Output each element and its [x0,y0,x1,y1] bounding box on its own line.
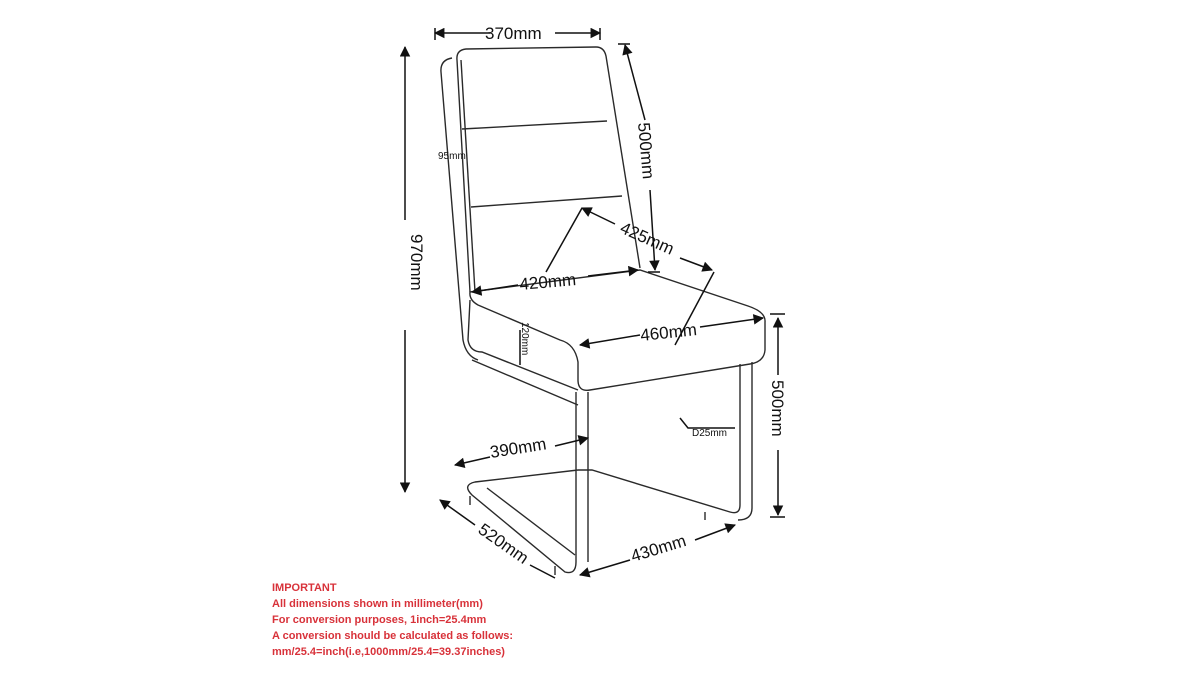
dim-base-width-front: 430mm [629,531,689,566]
dim-seat-width-back: 420mm [519,270,577,294]
dim-backrest-width: 370mm [485,24,542,43]
dim-seat-height: 500mm [768,380,787,437]
note-line: A conversion should be calculated as fol… [272,630,514,642]
dimension-lines [399,27,785,579]
dim-seat-depth: 425mm [617,218,677,258]
seat [469,269,766,391]
note-title: IMPORTANT [272,582,337,594]
note-line: All dimensions shown in millimeter(mm) [272,598,483,610]
back-frame [440,57,479,361]
dim-base-depth: 520mm [475,520,532,568]
backrest-seam [461,120,608,130]
chair-drawing [440,46,766,575]
dim-backrest-height: 500mm [634,122,658,180]
dim-base-width-back: 390mm [489,434,548,462]
note-line: For conversion purposes, 1inch=25.4mm [272,614,487,626]
leg-left [467,392,579,574]
backrest [456,46,641,293]
backrest-seam [470,195,623,208]
dim-seat-thickness: 120mm [519,322,530,355]
dim-back-frame: 95mm [438,151,466,162]
dim-total-height: 970mm [407,234,426,291]
important-note: IMPORTANT All dimensions shown in millim… [272,580,513,660]
note-line: mm/25.4=inch(i.e,1000mm/25.4=39.37inches… [272,646,505,658]
dim-tube-diameter: D25mm [692,428,727,439]
dim-seat-width-front: 460mm [639,320,697,345]
leg-right [578,364,741,514]
